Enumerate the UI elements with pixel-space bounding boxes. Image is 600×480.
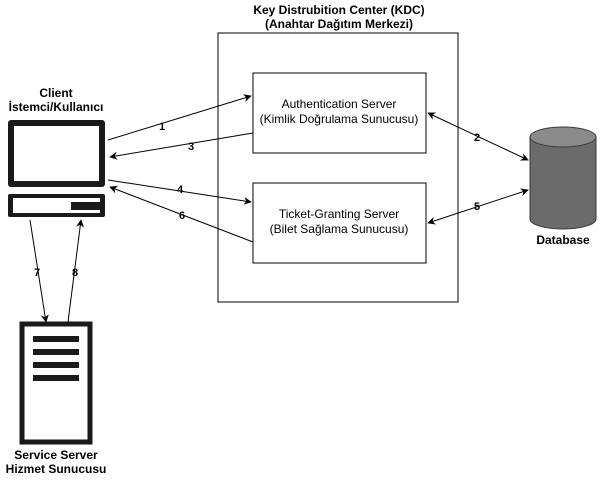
arrow-7-label: 7 [34, 267, 40, 279]
service-server-sublabel: Hizmet Sunucusu [6, 462, 107, 476]
authentication-server-label: Authentication Server [282, 97, 397, 111]
arrow-1-label: 1 [159, 121, 165, 133]
arrow-8 [67, 219, 85, 323]
computer-icon[interactable] [8, 120, 105, 217]
arrow-3-label: 3 [188, 141, 194, 153]
authentication-server-sublabel: (Kimlik Doğrulama Sunucusu) [260, 112, 419, 126]
arrow-2 [427, 112, 529, 161]
arrow-5-label: 5 [474, 201, 480, 213]
authentication-server-box[interactable] [252, 72, 427, 154]
arrow-8-label: 8 [72, 267, 78, 279]
arrow-4 [107, 179, 252, 205]
ticket-granting-server-sublabel: (Bilet Sağlama Sunucusu) [270, 222, 409, 236]
arrow-5 [427, 188, 529, 225]
arrow-7 [29, 219, 49, 323]
arrow-2-label: 2 [474, 132, 480, 144]
arrow-3 [109, 132, 254, 160]
server-icon[interactable] [19, 321, 93, 445]
kdc-title: Key Distrubition Center (KDC) [253, 3, 424, 17]
arrow-4-label: 4 [177, 184, 184, 196]
arrow-6-label: 6 [179, 210, 185, 222]
ticket-granting-server-label: Ticket-Granting Server [279, 207, 399, 221]
service-server-label: Service Server [14, 448, 98, 462]
kdc-subtitle: (Anahtar Dağıtım Merkezi) [265, 17, 413, 31]
client-sublabel: İstemci/Kullanıcı [9, 99, 104, 114]
arrow-6 [109, 185, 254, 243]
ticket-granting-server-box[interactable] [252, 182, 427, 264]
arrow-1 [107, 94, 252, 141]
client-label: Client [39, 86, 72, 100]
database-label: Database [536, 233, 590, 247]
database-icon[interactable] [529, 126, 597, 230]
